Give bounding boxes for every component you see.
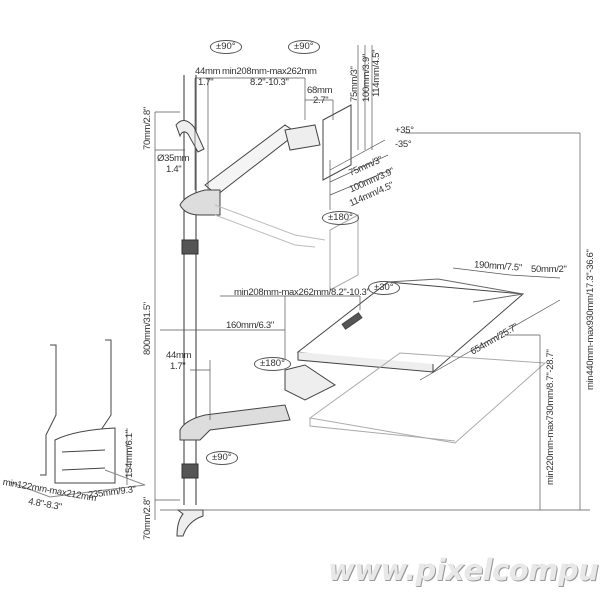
tilt-up-label: +35° <box>395 125 414 136</box>
vesa-vertical-label: 114mm/4.5" <box>371 49 382 97</box>
offset-label: 160mm/6.3" <box>226 320 274 331</box>
vesa-vertical-label: 75mm/3" <box>349 66 360 102</box>
head-in-label: 2.7" <box>313 95 329 106</box>
monitor-arm <box>179 104 359 291</box>
rotation-badge: ±90° <box>206 451 238 465</box>
watermark: www.pixelcomputer.hu <box>328 553 600 587</box>
offset-mm-label: 44mm <box>195 66 221 77</box>
height-range-label: min440mm-max930mm/17.3"-36.6" <box>585 249 596 390</box>
cpu-holder <box>9 339 146 498</box>
swivel-badge: ±180° <box>322 211 359 225</box>
offset2-mm-label: 44mm <box>166 350 192 361</box>
cpu-height-label: 154mm/6.1" <box>124 430 135 478</box>
offset2-in-label: 1.7" <box>170 361 186 372</box>
offset-in-label: 1.7" <box>198 77 214 88</box>
bottom-clamp <box>176 509 204 537</box>
top-clamp <box>175 120 205 153</box>
rotation-badge: ±90° <box>288 40 320 54</box>
keyboard-tray-lowered <box>308 352 547 444</box>
tilt-down-label: -35° <box>395 139 412 150</box>
dimension-lines <box>126 45 590 520</box>
head-mm-label: 68mm <box>307 85 333 96</box>
tilt-badge: ±30° <box>368 281 400 295</box>
rotation-badge: ±90° <box>210 40 242 54</box>
bottom-clamp-label: 70mm/2.8" <box>142 497 153 540</box>
reach-mm-label: min208mm-max262mm <box>222 66 317 77</box>
swivel-badge: ±180° <box>254 357 291 371</box>
reach-in-label: 8.2"-10.3" <box>250 77 289 88</box>
diameter-in-label: 1.4" <box>166 164 182 175</box>
top-clamp-label: 70mm/2.8" <box>142 107 153 150</box>
keyboard-reach-label: min208mm-max262mm/8.2"-10.3" <box>234 287 370 298</box>
diameter-mm-label: Ø35mm <box>157 153 190 164</box>
lower-range-label: min220mm-max730mm/8.7"-28.7" <box>545 349 556 485</box>
mouse-width-label: 50mm/2" <box>531 264 567 275</box>
pole-height-label: 800mm/31.5" <box>142 302 153 355</box>
keyboard-arm <box>179 278 547 444</box>
